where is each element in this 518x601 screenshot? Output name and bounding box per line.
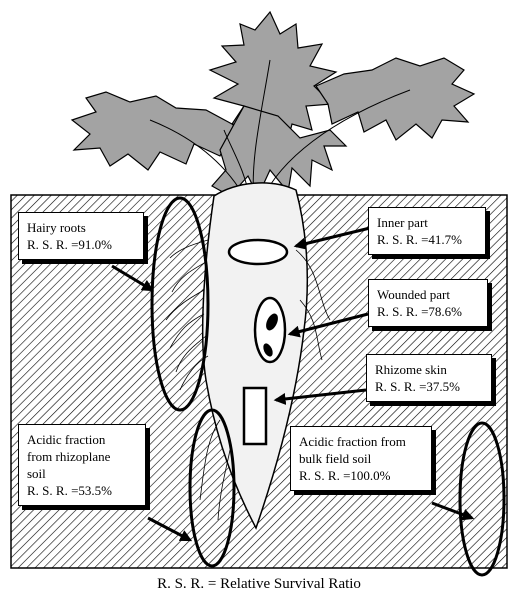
label-rhizoplane-soil-line3: soil	[27, 465, 137, 482]
label-bulk-soil-ratio: R. S. R. =100.0%	[299, 467, 423, 484]
label-hairy-roots-name: Hairy roots	[27, 219, 135, 236]
legend-note: R. S. R. = Relative Survival Ratio	[0, 576, 518, 593]
rhizome-skin-region	[244, 388, 266, 444]
label-inner-part-ratio: R. S. R. =41.7%	[377, 231, 477, 248]
label-rhizoplane-soil-line1: Acidic fraction	[27, 431, 137, 448]
label-inner-part: Inner part R. S. R. =41.7%	[368, 207, 486, 255]
label-hairy-roots-ratio: R. S. R. =91.0%	[27, 236, 135, 253]
label-rhizoplane-soil: Acidic fraction from rhizoplane soil R. …	[18, 424, 146, 506]
label-rhizome-skin-ratio: R. S. R. =37.5%	[375, 378, 483, 395]
label-inner-part-name: Inner part	[377, 214, 477, 231]
label-wounded-part: Wounded part R. S. R. =78.6%	[368, 279, 488, 327]
label-rhizome-skin: Rhizome skin R. S. R. =37.5%	[366, 354, 492, 402]
label-wounded-part-name: Wounded part	[377, 286, 479, 303]
label-wounded-part-ratio: R. S. R. =78.6%	[377, 303, 479, 320]
label-hairy-roots: Hairy roots R. S. R. =91.0%	[18, 212, 144, 260]
label-bulk-soil-line2: bulk field soil	[299, 450, 423, 467]
label-rhizome-skin-name: Rhizome skin	[375, 361, 483, 378]
label-bulk-soil-line1: Acidic fraction from	[299, 433, 423, 450]
label-rhizoplane-soil-ratio: R. S. R. =53.5%	[27, 482, 137, 499]
label-bulk-soil: Acidic fraction from bulk field soil R. …	[290, 426, 432, 491]
inner-part-region	[229, 240, 287, 264]
radish-leaves	[72, 12, 474, 196]
label-rhizoplane-soil-line2: from rhizoplane	[27, 448, 137, 465]
